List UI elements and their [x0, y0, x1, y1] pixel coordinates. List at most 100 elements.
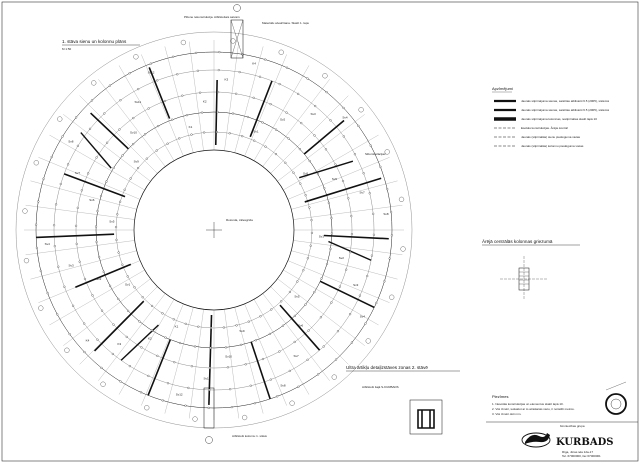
- grid-node: [133, 286, 136, 289]
- radial-line: [118, 65, 175, 161]
- grid-node: [310, 231, 314, 234]
- brand-address-1: Rīga, Jūras iela 12a-17: [562, 450, 593, 454]
- grid-node: [375, 301, 378, 305]
- heat-title: Siltumizolācijas: [365, 152, 386, 156]
- element-mark: Sv6: [298, 324, 304, 328]
- grid-node: [230, 406, 233, 409]
- grid-node: [281, 324, 285, 327]
- grid-node: [317, 373, 320, 376]
- radial-line: [234, 46, 264, 153]
- grid-node: [388, 257, 391, 260]
- grid-node: [215, 130, 218, 134]
- grid-node: [199, 91, 202, 94]
- grid-node: [224, 346, 227, 349]
- element-mark: K3: [118, 342, 122, 346]
- grid-node: [323, 187, 326, 190]
- radial-line: [98, 293, 166, 381]
- grid-node: [269, 378, 272, 381]
- detail-column: Ārējā centrālās kolonnas griezumā: [482, 238, 580, 300]
- radial-grid: [24, 40, 404, 420]
- wall-segment: [323, 234, 389, 240]
- grid-node: [297, 385, 300, 388]
- grid-node: [226, 366, 229, 369]
- element-mark: Sv2: [96, 277, 102, 281]
- grid-node: [319, 316, 322, 319]
- grid-node: [349, 251, 352, 254]
- radial-line: [189, 309, 204, 419]
- grid-node: [137, 88, 140, 91]
- grid-node: [310, 219, 313, 222]
- grid-node: [313, 290, 316, 294]
- zone-walls: [417, 409, 435, 429]
- grid-node: [329, 247, 332, 250]
- element-mark: Sv7: [293, 354, 299, 358]
- grid-node: [115, 238, 118, 241]
- axis-bubble: [398, 196, 405, 202]
- grid-node: [358, 294, 361, 297]
- grid-node: [166, 382, 170, 385]
- brand-address-2: Tel. 67000000, fax 67000001: [562, 454, 601, 458]
- grid-node: [185, 114, 188, 117]
- element-mark: Sv9: [134, 159, 140, 163]
- brand-logo: [521, 432, 551, 448]
- radial-line: [141, 303, 184, 406]
- grid-node: [116, 213, 119, 216]
- legend-label: Jaunās stiprinājuma kolonnas, iestiprinā…: [521, 117, 597, 121]
- grid-node: [147, 374, 150, 377]
- axis-bubble: [289, 400, 295, 406]
- grid-node: [75, 116, 78, 119]
- grid-node: [119, 200, 122, 203]
- grid-node: [268, 332, 271, 335]
- wall-segment: [304, 177, 382, 203]
- wall-segment: [93, 300, 145, 352]
- grid-node: [61, 135, 64, 138]
- element-mark: K2: [148, 337, 152, 341]
- brand-name: KURBADS: [556, 437, 613, 448]
- grid-node: [173, 361, 176, 364]
- grid-node: [325, 91, 328, 94]
- grid-node: [75, 224, 78, 227]
- axis-bubble: [384, 149, 390, 155]
- legend-label: Jaunās stiprinājuma sienas, saistītas at…: [521, 108, 609, 112]
- grid-node: [118, 128, 121, 131]
- grid-node: [253, 402, 256, 405]
- grid-node: [184, 322, 187, 325]
- radial-line: [283, 269, 379, 326]
- grid-node: [123, 188, 126, 191]
- grid-node: [37, 200, 40, 203]
- grid-node: [249, 384, 252, 387]
- grid-node: [53, 245, 56, 248]
- grid-node: [57, 265, 60, 268]
- element-mark: Sv2: [339, 256, 345, 260]
- top-axis-strip: Piltone rekonstrukcija. Atbilstošais sat…: [184, 4, 309, 59]
- grid-node: [278, 83, 281, 86]
- element-mark: Sv11: [204, 377, 211, 381]
- grid-node: [83, 277, 87, 281]
- grid-node: [284, 161, 287, 164]
- element-mark: K1: [189, 125, 193, 129]
- grid-node: [184, 404, 187, 407]
- grid-node: [287, 137, 290, 140]
- radial-line: [253, 299, 310, 395]
- grid-node: [50, 155, 53, 159]
- grid-node: [195, 51, 198, 54]
- element-mark: Sv6: [89, 198, 95, 202]
- wall-segment: [214, 80, 218, 146]
- element-mark: Sv5: [303, 171, 309, 175]
- grid-node: [229, 388, 232, 391]
- grid-node: [349, 313, 352, 316]
- grid-node: [207, 406, 210, 409]
- wall-segment: [250, 341, 271, 400]
- grid-node: [55, 203, 58, 206]
- grid-node: [247, 320, 250, 323]
- grid-node: [280, 300, 283, 303]
- grid-node: [88, 127, 92, 130]
- element-mark: Sv2: [280, 117, 286, 121]
- axis-bubble: [322, 73, 328, 79]
- grid-node: [299, 182, 302, 185]
- grid-node: [379, 165, 382, 168]
- key-plan-inner: [610, 398, 622, 410]
- grid-node: [67, 163, 70, 166]
- axis-bubble: [23, 258, 30, 264]
- grid-node: [172, 55, 175, 58]
